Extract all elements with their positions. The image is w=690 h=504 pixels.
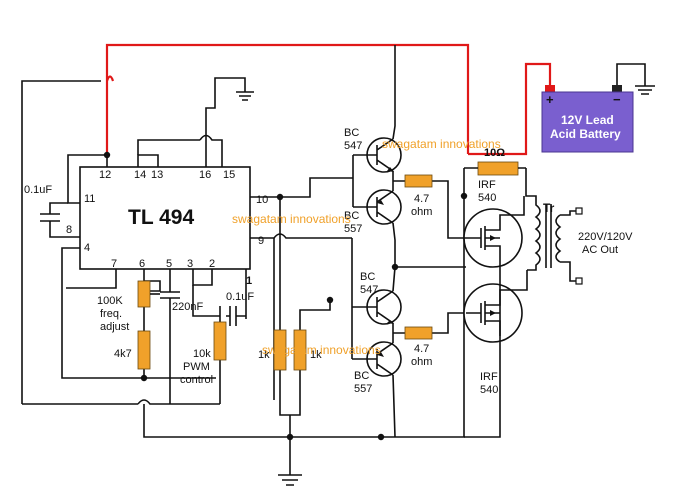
ic-pin-2: 2 xyxy=(209,258,215,270)
mosfet-irf540-top-label-2: 540 xyxy=(478,192,496,204)
transistor-bc557-top-label-2: 557 xyxy=(344,223,362,235)
transistor-bc557-bottom-label-1: BC xyxy=(354,370,369,382)
watermark-text: swagatam innovations xyxy=(232,212,351,226)
pot-pwm-label-2: PWM xyxy=(183,361,210,373)
transformer-label: Tr xyxy=(543,201,555,215)
battery-label-1: 12V Lead xyxy=(561,113,614,127)
pot-freq-adjust xyxy=(137,280,151,308)
transistor-bc547-top-label-2: 547 xyxy=(344,140,362,152)
resistor-10-ohm-label: 10Ω xyxy=(484,147,505,159)
battery-minus-label: − xyxy=(613,92,621,107)
ground-icon xyxy=(618,63,655,95)
watermark-text: swagatam innovations xyxy=(382,137,501,151)
transistor-bc547-bottom-label-1: BC xyxy=(360,271,375,283)
pot-freq-label-2: freq. xyxy=(100,308,122,320)
output-label-2: AC Out xyxy=(582,244,618,256)
resistor-4r7-bottom xyxy=(404,326,433,340)
ic-pin-5: 5 xyxy=(166,258,172,270)
resistor-1k-b-label: 1k xyxy=(310,349,322,361)
ic-pin-1: 1 xyxy=(246,275,252,287)
cap-01uf-pwm-label: 0.1uF xyxy=(226,291,254,303)
cap-timing-label: 0.1uF xyxy=(24,184,52,196)
resistor-1k-a xyxy=(273,329,287,371)
transformer xyxy=(525,168,583,285)
cap-220nf-label: 220nF xyxy=(172,301,203,313)
pot-pwm-control xyxy=(213,321,227,361)
ic-pin-10: 10 xyxy=(256,194,268,206)
ic-pin-12: 12 xyxy=(99,169,111,181)
pot-freq-label-3: adjust xyxy=(100,321,129,333)
battery-12v xyxy=(541,63,634,153)
mosfet-irf540-bottom-label-2: 540 xyxy=(480,384,498,396)
ic-pin-15: 15 xyxy=(223,169,235,181)
transistor-bc557-top xyxy=(352,155,403,267)
battery-plus-label: + xyxy=(546,92,554,107)
ic-pin-16: 16 xyxy=(199,169,211,181)
transistor-bc547-top xyxy=(353,45,402,173)
resistor-4k7-label: 4k7 xyxy=(114,348,132,360)
ic-pin-6: 6 xyxy=(139,258,145,270)
transistor-bc547-bottom-label-2: 547 xyxy=(360,284,378,296)
transistor-bc557-bottom-label-2: 557 xyxy=(354,383,372,395)
transistor-bc547-top-label-1: BC xyxy=(344,127,359,139)
ic-pin-8: 8 xyxy=(66,224,72,236)
resistor-4r7-top-label-2: ohm xyxy=(411,206,432,218)
pot-freq-label-1: 100K xyxy=(97,295,123,307)
resistor-4k7 xyxy=(137,330,151,370)
ic-pin-14: 14 xyxy=(134,169,146,181)
mosfet-irf540-top xyxy=(462,196,525,268)
ic-name: TL 494 xyxy=(128,206,194,229)
ic-pin-4: 4 xyxy=(84,242,90,254)
output-label-1: 220V/120V xyxy=(578,231,633,243)
resistor-4r7-top xyxy=(404,174,433,188)
resistor-10-ohm xyxy=(477,161,519,176)
resistor-4r7-bottom-label-2: ohm xyxy=(411,356,432,368)
ground-icon xyxy=(278,474,302,486)
ic-pin-7: 7 xyxy=(111,258,117,270)
transistor-bc547-bottom xyxy=(352,266,402,325)
ic-tl494-body xyxy=(79,166,251,270)
resistor-1k-b xyxy=(293,329,307,371)
transistor-bc557-bottom xyxy=(351,238,405,438)
ic-pin-9: 9 xyxy=(258,235,264,247)
resistor-4r7-top-label-1: 4.7 xyxy=(414,193,429,205)
supply-wire xyxy=(105,43,552,156)
ic-pin-11: 11 xyxy=(84,193,95,205)
pot-pwm-label-1: 10k xyxy=(193,348,211,360)
resistor-4r7-bottom-label-1: 4.7 xyxy=(414,343,429,355)
battery-label-2: Acid Battery xyxy=(550,127,621,141)
mosfet-irf540-bottom-label-1: IRF xyxy=(480,371,498,383)
mosfet-irf540-top-label-1: IRF xyxy=(478,179,496,191)
ic-pin-3: 3 xyxy=(187,258,193,270)
mosfet-irf540-bottom xyxy=(463,270,528,343)
transistor-bc557-top-label-1: BC xyxy=(344,210,359,222)
resistor-1k-a-label: 1k xyxy=(258,349,270,361)
pot-pwm-label-3: control xyxy=(180,374,213,386)
ground-icon xyxy=(236,91,254,101)
ic-pin-13: 13 xyxy=(151,169,163,181)
watermark-text: swagatam innovations xyxy=(262,343,381,357)
